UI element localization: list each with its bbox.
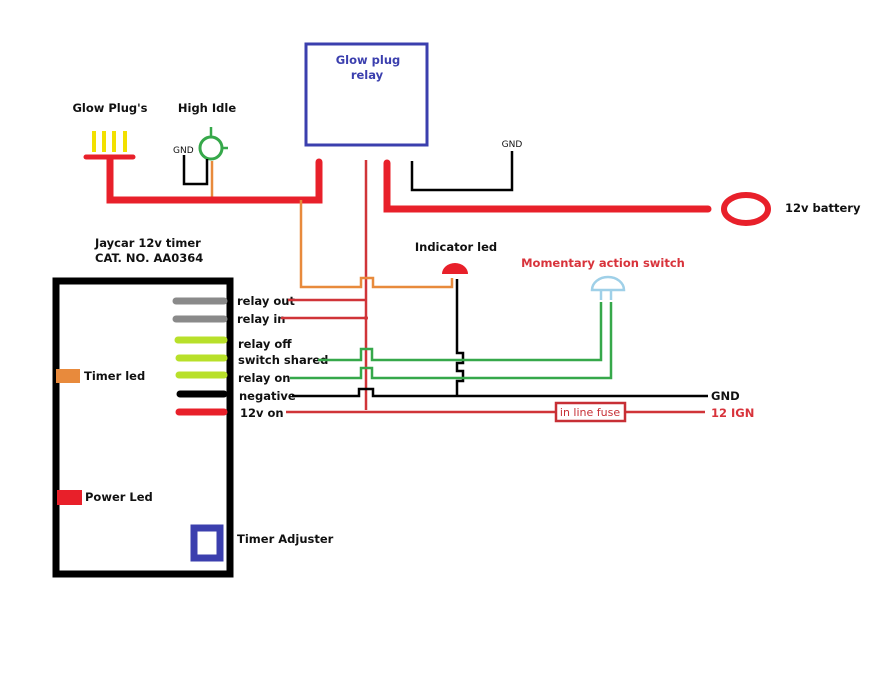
timer-title-line1: Jaycar 12v timer	[94, 236, 201, 250]
battery-power-wire	[383, 159, 712, 213]
momentary-switch-label: Momentary action switch	[521, 256, 685, 270]
high-idle-solenoid-icon	[198, 135, 224, 161]
terminal-relay-out-label: relay out	[237, 294, 295, 308]
relay-label-line1: Glow plug	[336, 53, 401, 67]
relay-gnd-label: GND	[502, 140, 523, 150]
timer-led-label: Timer led	[84, 369, 145, 383]
inline-fuse: in line fuse	[554, 401, 627, 423]
momentary-switch-icon	[590, 275, 626, 292]
timer-title-line2: CAT. NO. AA0364	[95, 251, 203, 265]
timer-module: Jaycar 12v timer CAT. NO. AA0364 Timer l…	[52, 236, 334, 578]
power-led-label: Power Led	[85, 490, 153, 504]
relay-box	[304, 42, 429, 147]
battery-label: 12v battery	[785, 201, 861, 215]
power-led-icon	[57, 490, 82, 505]
glow-plug-elements	[92, 131, 127, 152]
terminal-12v-on-label: 12v on	[240, 406, 284, 420]
inline-fuse-label: in line fuse	[560, 406, 620, 419]
timer-led-icon	[56, 369, 80, 383]
gnd-output-label: GND	[711, 389, 740, 403]
indicator-led-gnd-wire	[455, 279, 465, 396]
terminal-negative-label: negative	[239, 389, 296, 403]
high-idle-gnd-label: GND	[173, 146, 194, 156]
terminal-relay-off-label: relay off	[238, 337, 292, 351]
glow-plug-relay: Glow plug relay	[304, 42, 429, 147]
high-idle-label: High Idle	[178, 101, 236, 115]
terminal-switch-shared-label: switch shared	[238, 353, 328, 367]
ign-output-label: 12 IGN	[711, 406, 754, 420]
indicator-led-label: Indicator led	[415, 240, 497, 254]
timer-adjuster-label: Timer Adjuster	[237, 532, 334, 546]
high-idle: High Idle GND	[173, 101, 236, 197]
terminal-relay-in-label: relay in	[237, 312, 285, 326]
indicator-feed-wire	[299, 200, 454, 289]
timer-box	[52, 277, 234, 578]
relay-gnd: GND	[410, 140, 523, 192]
battery-icon	[721, 192, 771, 226]
battery: 12v battery	[721, 192, 861, 226]
relay-label-line2: relay	[351, 68, 384, 82]
glow-plugs: Glow Plug's	[72, 101, 148, 160]
terminal-relay-on-label: relay on	[238, 371, 290, 385]
indicator-led-icon	[442, 263, 468, 274]
glow-plug-power-wire	[106, 154, 323, 204]
glow-plugs-label: Glow Plug's	[72, 101, 147, 115]
relay-on-wire	[290, 302, 613, 380]
momentary-switch: Momentary action switch	[521, 256, 685, 300]
indicator-led: Indicator led	[415, 240, 497, 396]
relay-gnd-wire	[410, 151, 514, 192]
high-idle-gnd-wire	[182, 155, 209, 186]
timer-adjuster-icon[interactable]	[190, 524, 224, 562]
relay-in-junction	[364, 316, 368, 320]
negative-wire	[292, 387, 708, 398]
switch-shared-wire	[318, 302, 603, 362]
inline-fuse-box	[554, 401, 627, 423]
